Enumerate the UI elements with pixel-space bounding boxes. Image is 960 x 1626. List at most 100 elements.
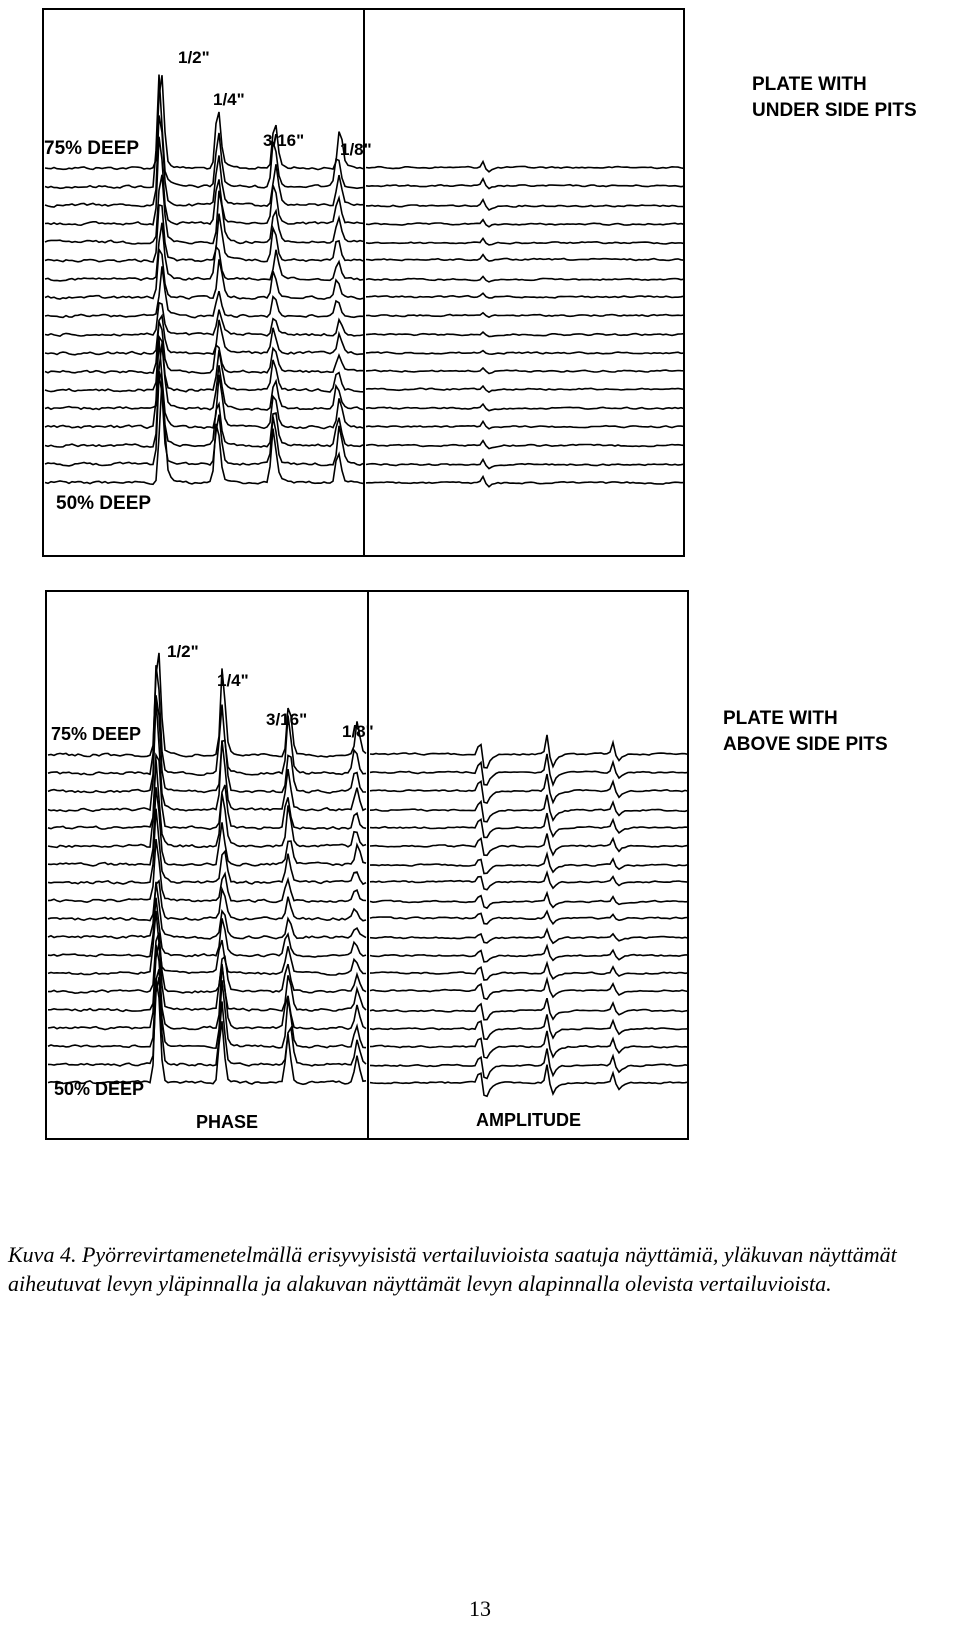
bottom-phase-traces (47, 652, 367, 1086)
phase-trace (44, 374, 364, 467)
eddy-current-figure: 75% DEEP 50% DEEP 1/2" 1/4" 3/16" 1/8" P… (42, 8, 917, 1140)
amplitude-trace (369, 851, 689, 875)
amplitude-trace (365, 419, 685, 430)
bottom-pit-label-three-sixteenths: 3/16" (266, 710, 307, 729)
amplitude-trace (365, 198, 685, 212)
phase-trace (44, 313, 364, 356)
phase-trace (44, 266, 364, 319)
phase-trace (47, 881, 367, 940)
bottom-amplitude-label: AMPLITUDE (476, 1110, 581, 1130)
phase-trace (47, 879, 367, 922)
phase-trace (44, 371, 364, 448)
amplitude-trace (369, 1030, 689, 1059)
phase-trace (47, 787, 367, 867)
amplitude-trace (369, 1064, 689, 1098)
top-plate-title-line2: UNDER SIDE PITS (752, 100, 917, 121)
amplitude-trace (365, 275, 685, 283)
amplitude-trace (369, 833, 689, 857)
amplitude-trace (365, 253, 685, 262)
amplitude-trace (365, 218, 685, 228)
phase-trace (47, 943, 367, 1013)
phase-trace (44, 246, 364, 301)
amplitude-trace (365, 384, 685, 394)
phase-trace (47, 968, 367, 1050)
amplitude-trace (365, 366, 685, 375)
phase-trace (44, 174, 364, 245)
phase-trace (44, 301, 364, 338)
top-pit-label-eighth: 1/8" (340, 140, 372, 159)
amplitude-trace (369, 869, 689, 891)
amplitude-trace (369, 1014, 689, 1041)
phase-trace (44, 203, 364, 263)
phase-trace (47, 698, 367, 813)
figure-caption: Kuva 4. Pyörrevirtamenetelmällä erisyvyi… (8, 1242, 897, 1296)
amplitude-trace (369, 773, 689, 805)
top-pit-label-quarter: 1/4" (213, 90, 245, 109)
phase-trace (47, 910, 367, 976)
top-pit-label-half: 1/2" (178, 48, 210, 67)
bottom-pit-label-eighth: 1/8" (342, 722, 374, 741)
phase-trace (47, 897, 367, 958)
amplitude-trace (369, 890, 689, 910)
bottom-label-75-deep: 75% DEEP (51, 724, 141, 744)
bottom-pit-label-half: 1/2" (167, 642, 199, 661)
amplitude-trace (365, 311, 685, 319)
amplitude-trace (365, 349, 685, 356)
phase-trace (44, 136, 364, 227)
bottom-panel: 75% DEEP 50% DEEP 1/2" 1/4" 3/16" 1/8" P… (45, 590, 888, 1140)
phase-trace (47, 979, 367, 1086)
amplitude-trace (365, 331, 685, 338)
bottom-pit-label-quarter: 1/4" (217, 671, 249, 690)
bottom-label-50-deep: 50% DEEP (54, 1079, 144, 1099)
top-label-50-deep: 50% DEEP (56, 493, 151, 514)
phase-trace (44, 115, 364, 208)
top-pit-label-three-sixteenths: 3/16" (263, 131, 304, 150)
phase-trace (48, 932, 367, 995)
amplitude-trace (369, 927, 689, 945)
phase-trace (44, 343, 364, 411)
bottom-phase-label: PHASE (196, 1112, 258, 1132)
top-label-75-deep: 75% DEEP (44, 138, 139, 159)
top-plate-title-line1: PLATE WITH (752, 74, 867, 95)
phase-trace (44, 74, 364, 190)
amplitude-trace (365, 236, 685, 246)
phase-trace (47, 752, 367, 831)
phase-trace (47, 695, 366, 794)
phase-trace (44, 75, 364, 171)
phase-trace (47, 808, 367, 886)
amplitude-trace (365, 474, 685, 488)
phase-trace (44, 379, 364, 486)
amplitude-trace (369, 1048, 689, 1080)
amplitude-trace (365, 402, 685, 412)
amplitude-trace (369, 976, 689, 1001)
amplitude-trace (365, 177, 685, 190)
amplitude-trace (369, 909, 689, 926)
phase-trace (44, 321, 364, 375)
phase-trace (47, 976, 367, 1067)
amplitude-trace (369, 997, 689, 1021)
bottom-plate-title-line2: ABOVE SIDE PITS (723, 734, 888, 755)
bottom-plate-title-line1: PLATE WITH (723, 708, 838, 729)
page-number: 13 (469, 1596, 491, 1621)
amplitude-trace (365, 457, 685, 470)
amplitude-trace (369, 812, 689, 839)
phase-trace (47, 759, 367, 849)
top-panel: 75% DEEP 50% DEEP 1/2" 1/4" 3/16" 1/8" P… (42, 8, 917, 557)
amplitude-trace (365, 292, 685, 299)
amplitude-trace (369, 753, 689, 787)
amplitude-trace (369, 794, 689, 823)
phase-trace (47, 838, 367, 904)
phase-trace (44, 338, 364, 430)
amplitude-trace (365, 439, 685, 450)
phase-trace (47, 665, 367, 777)
phase-trace (44, 334, 364, 393)
amplitude-trace (369, 943, 688, 963)
top-amp-traces (365, 159, 685, 488)
top-phase-traces (44, 74, 364, 486)
amplitude-trace (369, 960, 689, 981)
phase-trace (47, 652, 367, 758)
amplitude-trace (369, 734, 689, 769)
bottom-amp-traces (369, 734, 689, 1098)
amplitude-trace (365, 159, 685, 173)
phase-trace (47, 944, 367, 1031)
